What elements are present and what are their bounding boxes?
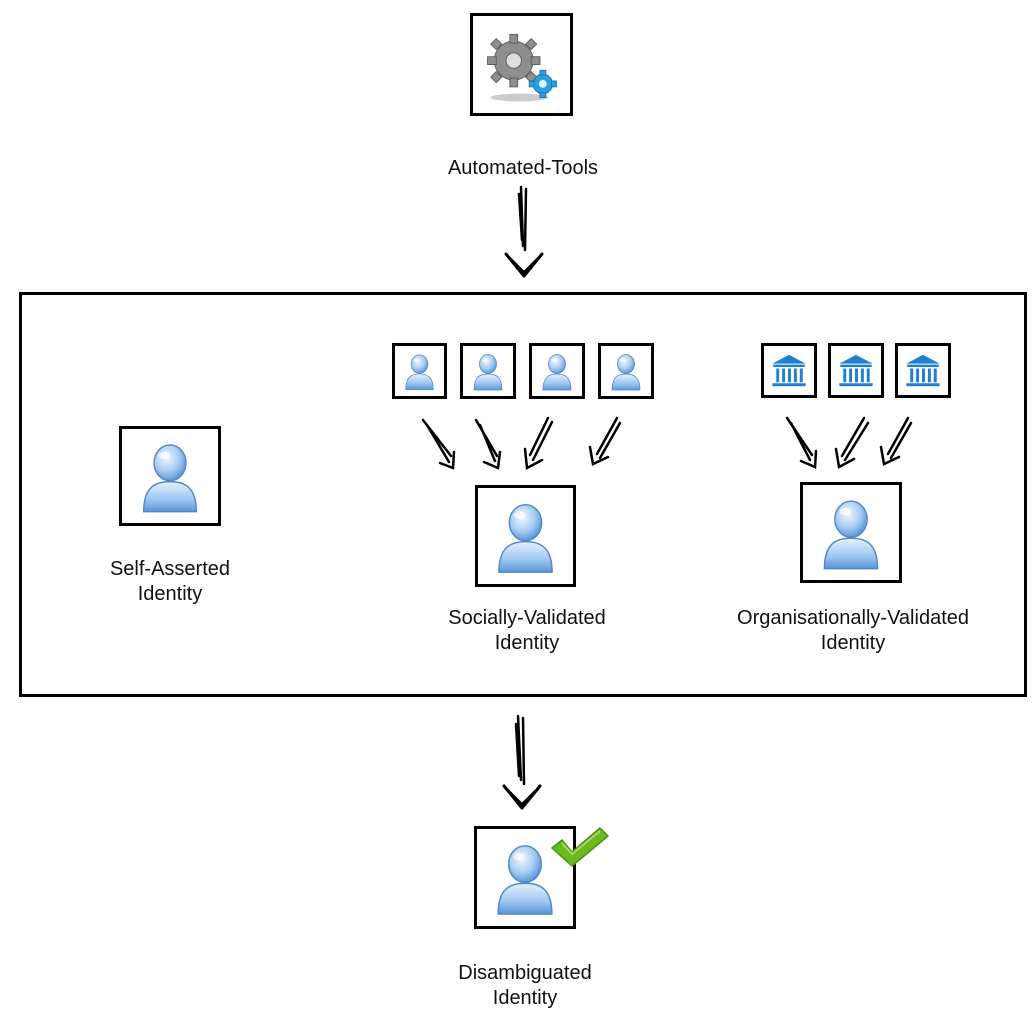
- organisationally-validated-identity-box: [800, 482, 902, 583]
- user-icon: [478, 488, 573, 584]
- org-validator-3: [895, 343, 951, 398]
- user-icon: [601, 346, 651, 396]
- user-icon: [803, 485, 899, 580]
- user-icon: [122, 429, 218, 523]
- social-validator-1: [392, 343, 447, 399]
- automated-tools-box: [470, 13, 573, 116]
- disambiguated-line2: Identity: [492, 987, 558, 1009]
- bank-building-icon: [831, 346, 881, 395]
- user-icon: [532, 346, 582, 396]
- socially-validated-identity-label: Socially-Validated Identity: [448, 606, 606, 656]
- arrow-tools-to-frame: [504, 185, 544, 278]
- organisationally-validated-line2: Identity: [820, 632, 886, 654]
- self-asserted-identity-label: Self-Asserted Identity: [110, 557, 230, 607]
- disambiguated-line1: Disambiguated: [458, 962, 592, 984]
- org-validator-2: [828, 343, 884, 398]
- bank-building-icon: [898, 346, 948, 395]
- user-icon: [395, 346, 444, 396]
- org-validator-1: [761, 343, 817, 398]
- organisationally-validated-line1: Organisationally-Validated: [737, 607, 969, 629]
- checkmark-icon: [551, 827, 609, 867]
- social-validator-2: [460, 343, 516, 399]
- gears-icon: [487, 33, 557, 102]
- organisationally-validated-identity-label: Organisationally-Validated Identity: [737, 606, 969, 656]
- self-asserted-line2: Identity: [137, 583, 203, 605]
- socially-validated-line1: Socially-Validated: [448, 607, 606, 629]
- identity-types-frame: [19, 292, 1027, 697]
- self-asserted-identity-box: [119, 426, 221, 526]
- social-validator-3: [529, 343, 585, 399]
- self-asserted-line1: Self-Asserted: [109, 558, 231, 580]
- user-icon: [463, 346, 513, 396]
- automated-tools-label: Automated-Tools: [447, 157, 599, 179]
- disambiguated-identity-label: Disambiguated Identity: [458, 961, 591, 1011]
- socially-validated-identity-box: [475, 485, 576, 587]
- socially-validated-line2: Identity: [494, 632, 560, 654]
- arrow-frame-to-disambiguated: [502, 714, 542, 810]
- social-validator-4: [598, 343, 654, 399]
- bank-building-icon: [764, 346, 814, 395]
